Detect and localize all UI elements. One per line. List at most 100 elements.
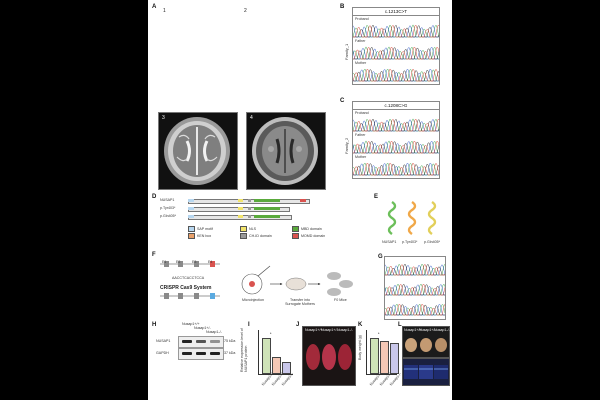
trace-line [353,69,439,82]
trace-line [353,163,439,176]
photo-j: Nusap1+/+ Nusap1+/- Nusap1-/- [302,326,356,386]
domain-row-label: p.Gln405* [160,214,176,218]
exon-label-4: E4 [208,260,213,264]
photo-l-section-layers [404,365,448,379]
step-f0-mice: F0 Mice [334,298,347,302]
domain-legend-text: CH-ID domain [249,233,272,238]
mri-image-3: 3 [158,112,238,190]
domain-legend-item: MOMD domain [292,233,325,239]
wb-row-label-1: NUSAP1 [156,339,171,343]
photo-l-label-2: Nusap1+/- [419,328,436,332]
wb-band-2 [196,340,206,343]
wb-band-5 [196,352,206,355]
bar-i-3 [282,362,291,374]
trace-line [353,118,439,132]
chromatogram-b-traces [353,24,439,82]
trace-line [353,118,439,132]
domain-legend-item: MBD domain [292,226,322,232]
chromatogram-c-traces [353,118,439,176]
western-blot-nusap1 [178,336,224,348]
chromatogram-b: Proband Father Mother [352,15,440,85]
trace-line [353,162,439,176]
trace-line [385,284,445,296]
domain-segment [238,199,243,202]
bar-i-1 [262,338,271,374]
western-blot-gapdh [178,348,224,360]
photo-l-label-1: Nusap1+/+ [404,328,422,332]
domain-segment [254,199,280,202]
panel-label-d: D [152,194,157,200]
domain-legend-swatch [240,233,247,239]
domain-segment [254,215,280,218]
trace-c-row-2: Father [355,133,366,137]
mri-image-4: 4 [246,112,326,190]
wb-size-2: 37 kDa [224,351,236,355]
trace-line [353,162,439,176]
trace-line [353,162,439,176]
trace-line [353,140,439,154]
model-label-2: p.Tyr403* [402,240,418,244]
domain-segment [188,199,194,202]
trace-b-row-3: Mother [355,61,367,65]
domain-legend-swatch [292,226,299,232]
photo-j-embryos [306,344,352,370]
trace-line [385,263,445,276]
panel-label-a: A [152,4,157,10]
chromatogram-c: Proband Father Mother [352,109,440,179]
bar-chart-k: Nusap1+/+Nusap1+/-Nusap1-/- [366,330,402,387]
panel-label-i: I [248,322,250,328]
mri-number-3: 3 [162,115,165,121]
wb-size-1: 75 kDa [224,339,236,343]
bar-k-2 [380,341,389,374]
domain-segment [248,207,251,210]
wb-lane-label-2: Nusap1+/- [194,326,211,330]
mri-number-2: 2 [244,8,247,14]
domain-legend-swatch [188,233,195,239]
step-microinjection: Microinjection [242,298,264,302]
photo-j-label-2: Nusap1+/- [321,328,338,332]
domain-legend-text: NLS [249,226,256,231]
chart-i-significance: * [270,332,272,336]
exon-label-3: E3 [192,260,197,264]
trace-line [385,284,445,296]
exon-label-2: E2 [176,260,181,264]
helix-model-gln405 [427,201,437,235]
wb-band-4 [182,352,192,355]
trace-line [353,68,439,82]
wb-row-label-2: GAPDH [156,351,169,355]
wb-band-1 [182,340,192,343]
step-transfer: Transfer into Surrogate Mothers [285,298,315,306]
domain-segment [238,215,243,218]
bar-i-2 [272,357,281,374]
model-label-3: p.Gln405* [424,240,440,244]
panel-label-c: C [340,98,345,104]
bar-k-1 [370,338,379,374]
family-label-c: Family_2 [344,137,349,154]
chart-k-significance: * [378,332,380,336]
panel-label-l: L [398,322,402,328]
trace-line [353,24,439,38]
mri-4-drawing [252,117,318,185]
panel-label-e: E [374,194,379,200]
panel-label-h: H [152,322,157,328]
panel-label-b: B [340,4,345,10]
domain-segment [300,199,306,202]
photo-j-label-3: Nusap1-/- [337,328,353,332]
photo-l-brains: Nusap1+/+ Nusap1+/- Nusap1-/- [402,326,450,358]
domain-legend-text: KEN box [197,233,212,238]
trace-b-row-2: Father [355,39,366,43]
chart-i-ylabel: Relative expression level of NUSAP1 prot… [240,328,248,372]
domain-segment [248,199,251,202]
crispr-system-title: CRISPR Cas9 System [160,285,212,291]
trace-line [385,303,445,316]
domain-legend-item: CH-ID domain [240,233,272,239]
chart-k-ylabel: Body weight (g) [358,335,362,360]
domain-legend-swatch [292,233,299,239]
domain-row-label: NUSAP1 [160,198,175,202]
trace-line [353,46,439,60]
trace-line [353,24,439,38]
panel-label-f: F [152,252,156,258]
panel-label-g: G [378,254,383,260]
wb-band-3 [210,340,220,343]
domain-segment [188,215,194,218]
